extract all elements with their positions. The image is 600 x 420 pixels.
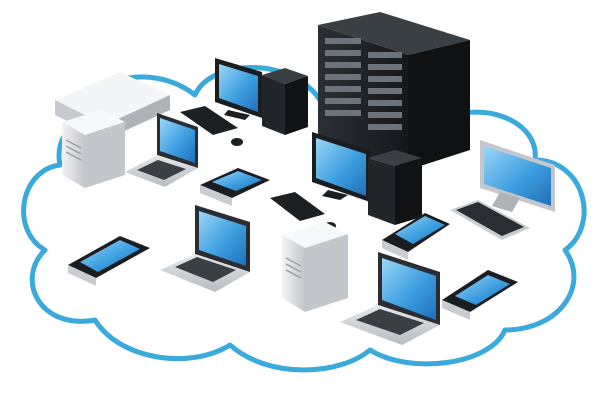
laptop-icon	[340, 252, 440, 345]
smartphone-icon	[200, 168, 270, 206]
laptop-icon	[160, 205, 250, 292]
smartphone-icon	[442, 270, 518, 320]
desktop-monitor-icon	[312, 132, 370, 202]
keyboard-icon	[270, 192, 325, 221]
rack-server-icon	[318, 12, 470, 170]
tower-server-icon	[368, 150, 422, 225]
tower-server-icon	[282, 222, 348, 312]
smartphone-icon	[68, 236, 150, 286]
keyboard-icon	[180, 106, 238, 135]
desktop-monitor-icon	[215, 58, 262, 120]
smartphone-icon	[382, 213, 450, 260]
laptop-icon	[125, 113, 198, 187]
mouse-icon	[231, 138, 243, 146]
tower-server-icon	[62, 110, 125, 188]
tower-server-icon	[262, 68, 308, 135]
keyboard-icon	[450, 200, 530, 240]
desktop-monitor-icon	[480, 140, 555, 212]
